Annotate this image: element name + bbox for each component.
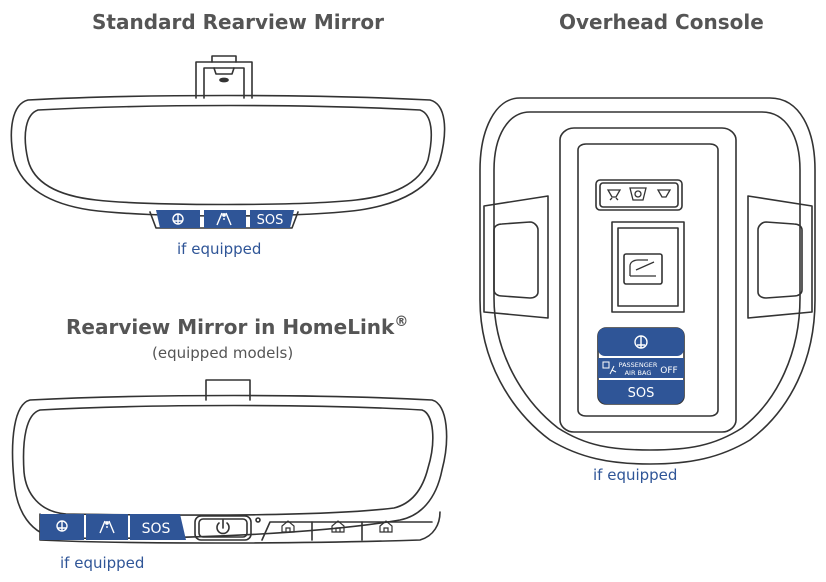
homelink-mirror — [11, 379, 448, 544]
power-icon[interactable] — [216, 519, 230, 535]
homelink-title-text: Rearview Mirror in HomeLink — [66, 315, 395, 339]
homelink-sos-label: SOS — [142, 521, 171, 537]
homelink-mirror-buttons: SOS — [40, 514, 393, 540]
passenger-airbag-indicator — [598, 358, 684, 378]
passenger-airbag-line2: AIR BAG — [625, 369, 652, 377]
homelink-mirror-caption: if equipped — [60, 554, 145, 572]
onstar-icon — [56, 520, 68, 532]
console-sos-label: SOS — [628, 386, 655, 401]
standard-roadside-button[interactable] — [204, 210, 246, 228]
homelink-mirror-title: Rearview Mirror in HomeLink® — [66, 314, 408, 339]
roadside-assist-icon — [99, 520, 115, 534]
overhead-console-title: Overhead Console — [559, 10, 764, 34]
overhead-console-controls: PASSENGER AIR BAG OFF SOS — [598, 187, 684, 404]
overhead-console — [479, 97, 816, 465]
homelink-sos-button[interactable] — [130, 514, 186, 540]
standard-mirror-caption: if equipped — [177, 240, 262, 258]
standard-mirror-buttons: SOS — [156, 210, 294, 228]
overhead-console-caption: if equipped — [593, 466, 678, 484]
airbag-icon — [602, 361, 617, 375]
standard-sos-button[interactable] — [250, 210, 294, 228]
dome-light-icon[interactable] — [606, 187, 672, 201]
garage-door-icon[interactable] — [331, 520, 345, 533]
onstar-icon — [634, 335, 648, 349]
passenger-airbag-line1: PASSENGER — [619, 361, 658, 369]
standard-sos-label: SOS — [257, 213, 284, 228]
onstar-icon — [172, 213, 184, 225]
console-sos-button[interactable] — [598, 380, 684, 404]
sunroof-icon[interactable] — [629, 259, 656, 277]
homelink-subtitle: (equipped models) — [152, 344, 294, 362]
roadside-assist-icon — [216, 212, 232, 226]
garage-door-icon[interactable] — [379, 520, 393, 533]
garage-door-icon[interactable] — [281, 520, 295, 533]
registered-mark: ® — [394, 314, 409, 330]
passenger-airbag-off: OFF — [660, 366, 677, 376]
standard-mirror-title: Standard Rearview Mirror — [92, 10, 384, 34]
standard-mirror — [10, 55, 446, 229]
